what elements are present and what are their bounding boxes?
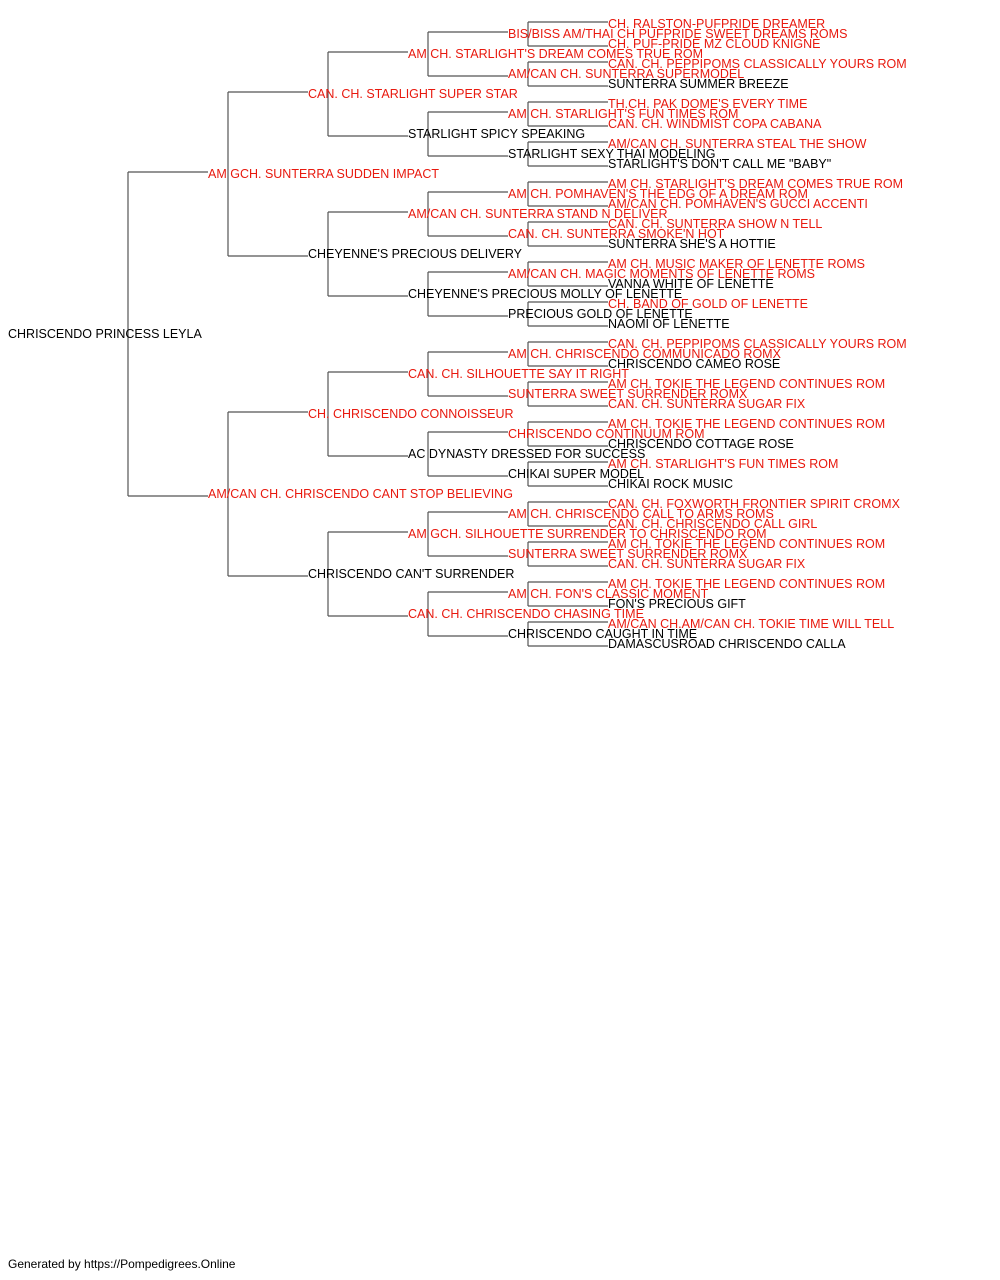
sire-name-gen4: BIS/BISS AM/THAI CH PUFPRIDE SWEET DREAM… (508, 26, 848, 41)
sire-name-gen2: CAN. CH. STARLIGHT SUPER STAR (308, 86, 518, 101)
dam-name-gen5: CHRISCENDO COTTAGE ROSE (608, 436, 794, 451)
dam-name-gen4: AM/CAN CH. SUNTERRA SUPERMODEL (508, 66, 745, 81)
sire-name-gen1: AM GCH. SUNTERRA SUDDEN IMPACT (208, 166, 440, 181)
sire-name-gen4: CHRISCENDO CONTINUUM ROM (508, 426, 705, 441)
sire-name-gen4: AM/CAN CH. MAGIC MOMENTS OF LENETTE ROMS (508, 266, 815, 281)
sire-name-gen3: AM CH. STARLIGHT'S DREAM COMES TRUE ROM (408, 46, 704, 61)
sire-name-gen5: AM/CAN CH.AM/CAN CH. TOKIE TIME WILL TEL… (608, 616, 895, 631)
dam-name-gen2: CHRISCENDO CAN'T SURRENDER (308, 566, 515, 581)
sire-name-gen5: AM CH. STARLIGHT'S DREAM COMES TRUE ROM (608, 176, 904, 191)
dam-name-gen5: CHIKAI ROCK MUSIC (608, 476, 734, 491)
dam-name-gen5: CAN. CH. CHRISCENDO CALL GIRL (608, 516, 818, 531)
dam-name-gen4: CAN. CH. SUNTERRA SMOKE'N HOT (508, 226, 725, 241)
dam-name-gen3: AC DYNASTY DRESSED FOR SUCCESS (408, 446, 646, 461)
dam-name-gen2: CHEYENNE'S PRECIOUS DELIVERY (308, 246, 523, 261)
sire-name-gen3: AM GCH. SILHOUETTE SURRENDER TO CHRISCEN… (408, 526, 767, 541)
dam-name-gen5: SUNTERRA SUMMER BREEZE (608, 76, 789, 91)
sire-name-gen5: CAN. CH. PEPPIPOMS CLASSICALLY YOURS ROM (608, 336, 907, 351)
sire-name-gen5: AM CH. TOKIE THE LEGEND CONTINUES ROM (608, 376, 886, 391)
sire-name-gen5: AM CH. STARLIGHT'S FUN TIMES ROM (608, 456, 839, 471)
dam-name-gen5: DAMASCUSROAD CHRISCENDO CALLA (608, 636, 846, 651)
dam-name-gen5: CAN. CH. WINDMIST COPA CABANA (608, 116, 822, 131)
sire-name-gen2: CH. CHRISCENDO CONNOISSEUR (308, 406, 514, 421)
sire-name-gen5: AM CH. TOKIE THE LEGEND CONTINUES ROM (608, 416, 886, 431)
sire-name-gen5: AM CH. TOKIE THE LEGEND CONTINUES ROM (608, 536, 886, 551)
dam-name-gen5: NAOMI OF LENETTE (608, 316, 730, 331)
sire-name-gen5: CH. BAND OF GOLD OF LENETTE (608, 296, 809, 311)
dam-name-gen5: VANNA WHITE OF LENETTE (608, 276, 774, 291)
subject-dog-name: CHRISCENDO PRINCESS LEYLA (8, 326, 202, 341)
dam-name-gen5: CHRISCENDO CAMEO ROSE (608, 356, 781, 371)
sire-name-gen5: CAN. CH. FOXWORTH FRONTIER SPIRIT CROMX (608, 496, 900, 511)
dam-name-gen4: CHIKAI SUPER MODEL (508, 466, 645, 481)
dam-name-gen5: FON'S PRECIOUS GIFT (608, 596, 746, 611)
dam-name-gen3: STARLIGHT SPICY SPEAKING (408, 126, 586, 141)
dam-name-gen4: SUNTERRA SWEET SURRENDER ROMX (508, 546, 748, 561)
sire-name-gen3: CAN. CH. SILHOUETTE SAY IT RIGHT (408, 366, 629, 381)
dam-name-gen5: AM/CAN CH. POMHAVEN'S GUCCI ACCENTI (608, 196, 868, 211)
sire-name-gen5: CH. RALSTON-PUFPRIDE DREAMER (608, 16, 826, 31)
sire-name-gen5: CAN. CH. SUNTERRA SHOW N TELL (608, 216, 823, 231)
dam-name-gen4: SUNTERRA SWEET SURRENDER ROMX (508, 386, 748, 401)
dam-name-gen4: CHRISCENDO CAUGHT IN TIME (508, 626, 698, 641)
dam-name-gen5: CAN. CH. SUNTERRA SUGAR FIX (608, 556, 806, 571)
dam-name-gen4: PRECIOUS GOLD OF LENETTE (508, 306, 693, 321)
dam-name-gen5: CH. PUF-PRIDE MZ CLOUD KNIGNE (608, 36, 821, 51)
dam-name-gen3: CAN. CH. CHRISCENDO CHASING TIME (408, 606, 644, 621)
sire-name-gen5: AM CH. TOKIE THE LEGEND CONTINUES ROM (608, 576, 886, 591)
dam-name-gen3: CHEYENNE'S PRECIOUS MOLLY OF LENETTE (408, 286, 683, 301)
sire-name-gen4: AM CH. STARLIGHT'S FUN TIMES ROM (508, 106, 739, 121)
footer-credit: Generated by https://Pompedigrees.Online (8, 1257, 236, 1271)
sire-name-gen4: AM CH. CHRISCENDO CALL TO ARMS ROMS (508, 506, 774, 521)
dam-name-gen5: CAN. CH. SUNTERRA SUGAR FIX (608, 396, 806, 411)
dam-name-gen5: STARLIGHT'S DON'T CALL ME "BABY" (608, 156, 832, 171)
sire-name-gen5: AM CH. MUSIC MAKER OF LENETTE ROMS (608, 256, 865, 271)
sire-name-gen5: TH.CH. PAK DOME'S EVERY TIME (608, 96, 808, 111)
sire-name-gen5: CAN. CH. PEPPIPOMS CLASSICALLY YOURS ROM (608, 56, 907, 71)
sire-name-gen5: AM/CAN CH. SUNTERRA STEAL THE SHOW (608, 136, 867, 151)
sire-name-gen3: AM/CAN CH. SUNTERRA STAND N DELIVER (408, 206, 668, 221)
sire-name-gen4: AM CH. POMHAVEN'S THE EDG OF A DREAM ROM (508, 186, 808, 201)
sire-name-gen4: AM CH. FON'S CLASSIC MOMENT (508, 586, 709, 601)
dam-name-gen4: STARLIGHT SEXY THAI MODELING (508, 146, 716, 161)
dam-name-gen1: AM/CAN CH. CHRISCENDO CANT STOP BELIEVIN… (208, 486, 513, 501)
dam-name-gen5: SUNTERRA SHE'S A HOTTIE (608, 236, 776, 251)
sire-name-gen4: AM CH. CHRISCENDO COMMUNICADO ROMX (508, 346, 781, 361)
